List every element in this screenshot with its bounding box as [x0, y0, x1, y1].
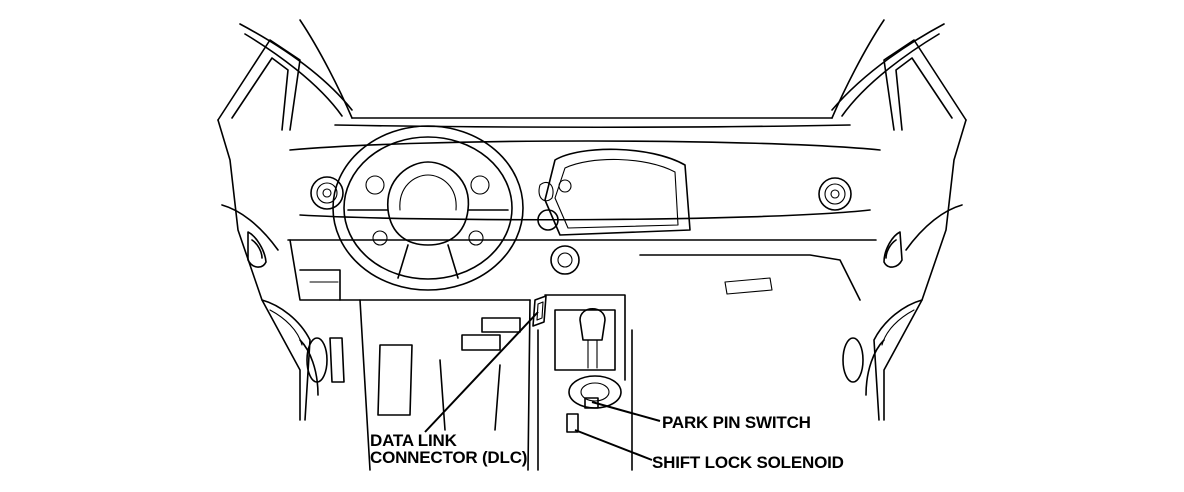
seats	[299, 337, 885, 396]
windshield-frame	[239, 19, 945, 129]
leader-shift-lock-solenoid	[574, 429, 653, 461]
park-pin-switch-label: PARK PIN SWITCH	[662, 413, 811, 432]
center-display	[538, 148, 691, 236]
leader-park-pin-switch	[591, 401, 661, 422]
dlc-label: DATA LINK CONNECTOR (DLC)	[370, 432, 527, 466]
left-air-vent	[310, 176, 344, 210]
leader-lines	[424, 311, 661, 461]
left-door-panel	[217, 39, 311, 421]
shift-lock-solenoid-label: SHIFT LOCK SOLENOID	[652, 453, 844, 472]
pedals	[329, 299, 531, 471]
leader-dlc	[424, 311, 539, 433]
dlc-label-line-2: CONNECTOR (DLC)	[370, 448, 528, 467]
center-console	[537, 294, 633, 471]
right-air-vent	[818, 177, 852, 211]
data-link-connector	[532, 295, 547, 327]
dlc-label-line-1: DATA LINK	[370, 431, 457, 450]
dashboard	[287, 140, 881, 301]
steering-wheel	[332, 125, 524, 291]
right-door-panel	[873, 39, 967, 421]
center-stack-knobs	[537, 209, 580, 275]
